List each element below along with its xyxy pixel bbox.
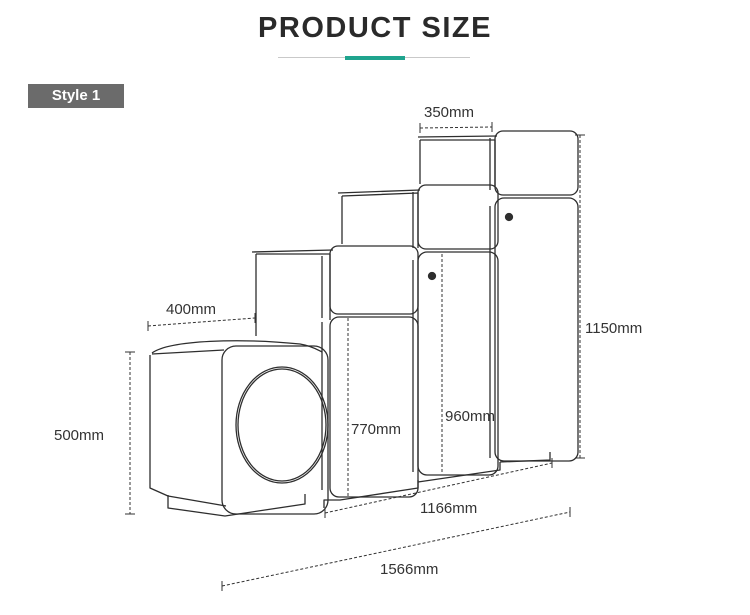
- stool-unit: [149, 340, 329, 517]
- middle-cabinet: [337, 184, 501, 483]
- dim-line-total-width: [221, 511, 571, 587]
- page-title: PRODUCT SIZE: [258, 12, 492, 44]
- dim-label-top-depth: 350mm: [424, 104, 474, 121]
- dim-label-total-height: 1150mm: [585, 320, 642, 337]
- style-badge: Style 1: [28, 84, 124, 108]
- dim-label-cabinet-width: 1166mm: [420, 500, 477, 517]
- low-cabinet: [251, 245, 419, 508]
- dim-label-seat-height: 500mm: [54, 427, 104, 444]
- dim-line-step-depth: [147, 317, 256, 327]
- dim-line-cabinet-width: [324, 462, 553, 514]
- title-accent-bar: [345, 56, 405, 60]
- dim-label-tall-height: 960mm: [445, 408, 495, 425]
- dim-label-mid-height: 770mm: [351, 421, 401, 438]
- dim-line-top-depth: [419, 126, 493, 129]
- dim-label-step-depth: 400mm: [166, 301, 216, 318]
- dim-label-total-width: 1566mm: [380, 561, 438, 578]
- tall-cabinet: [417, 130, 579, 463]
